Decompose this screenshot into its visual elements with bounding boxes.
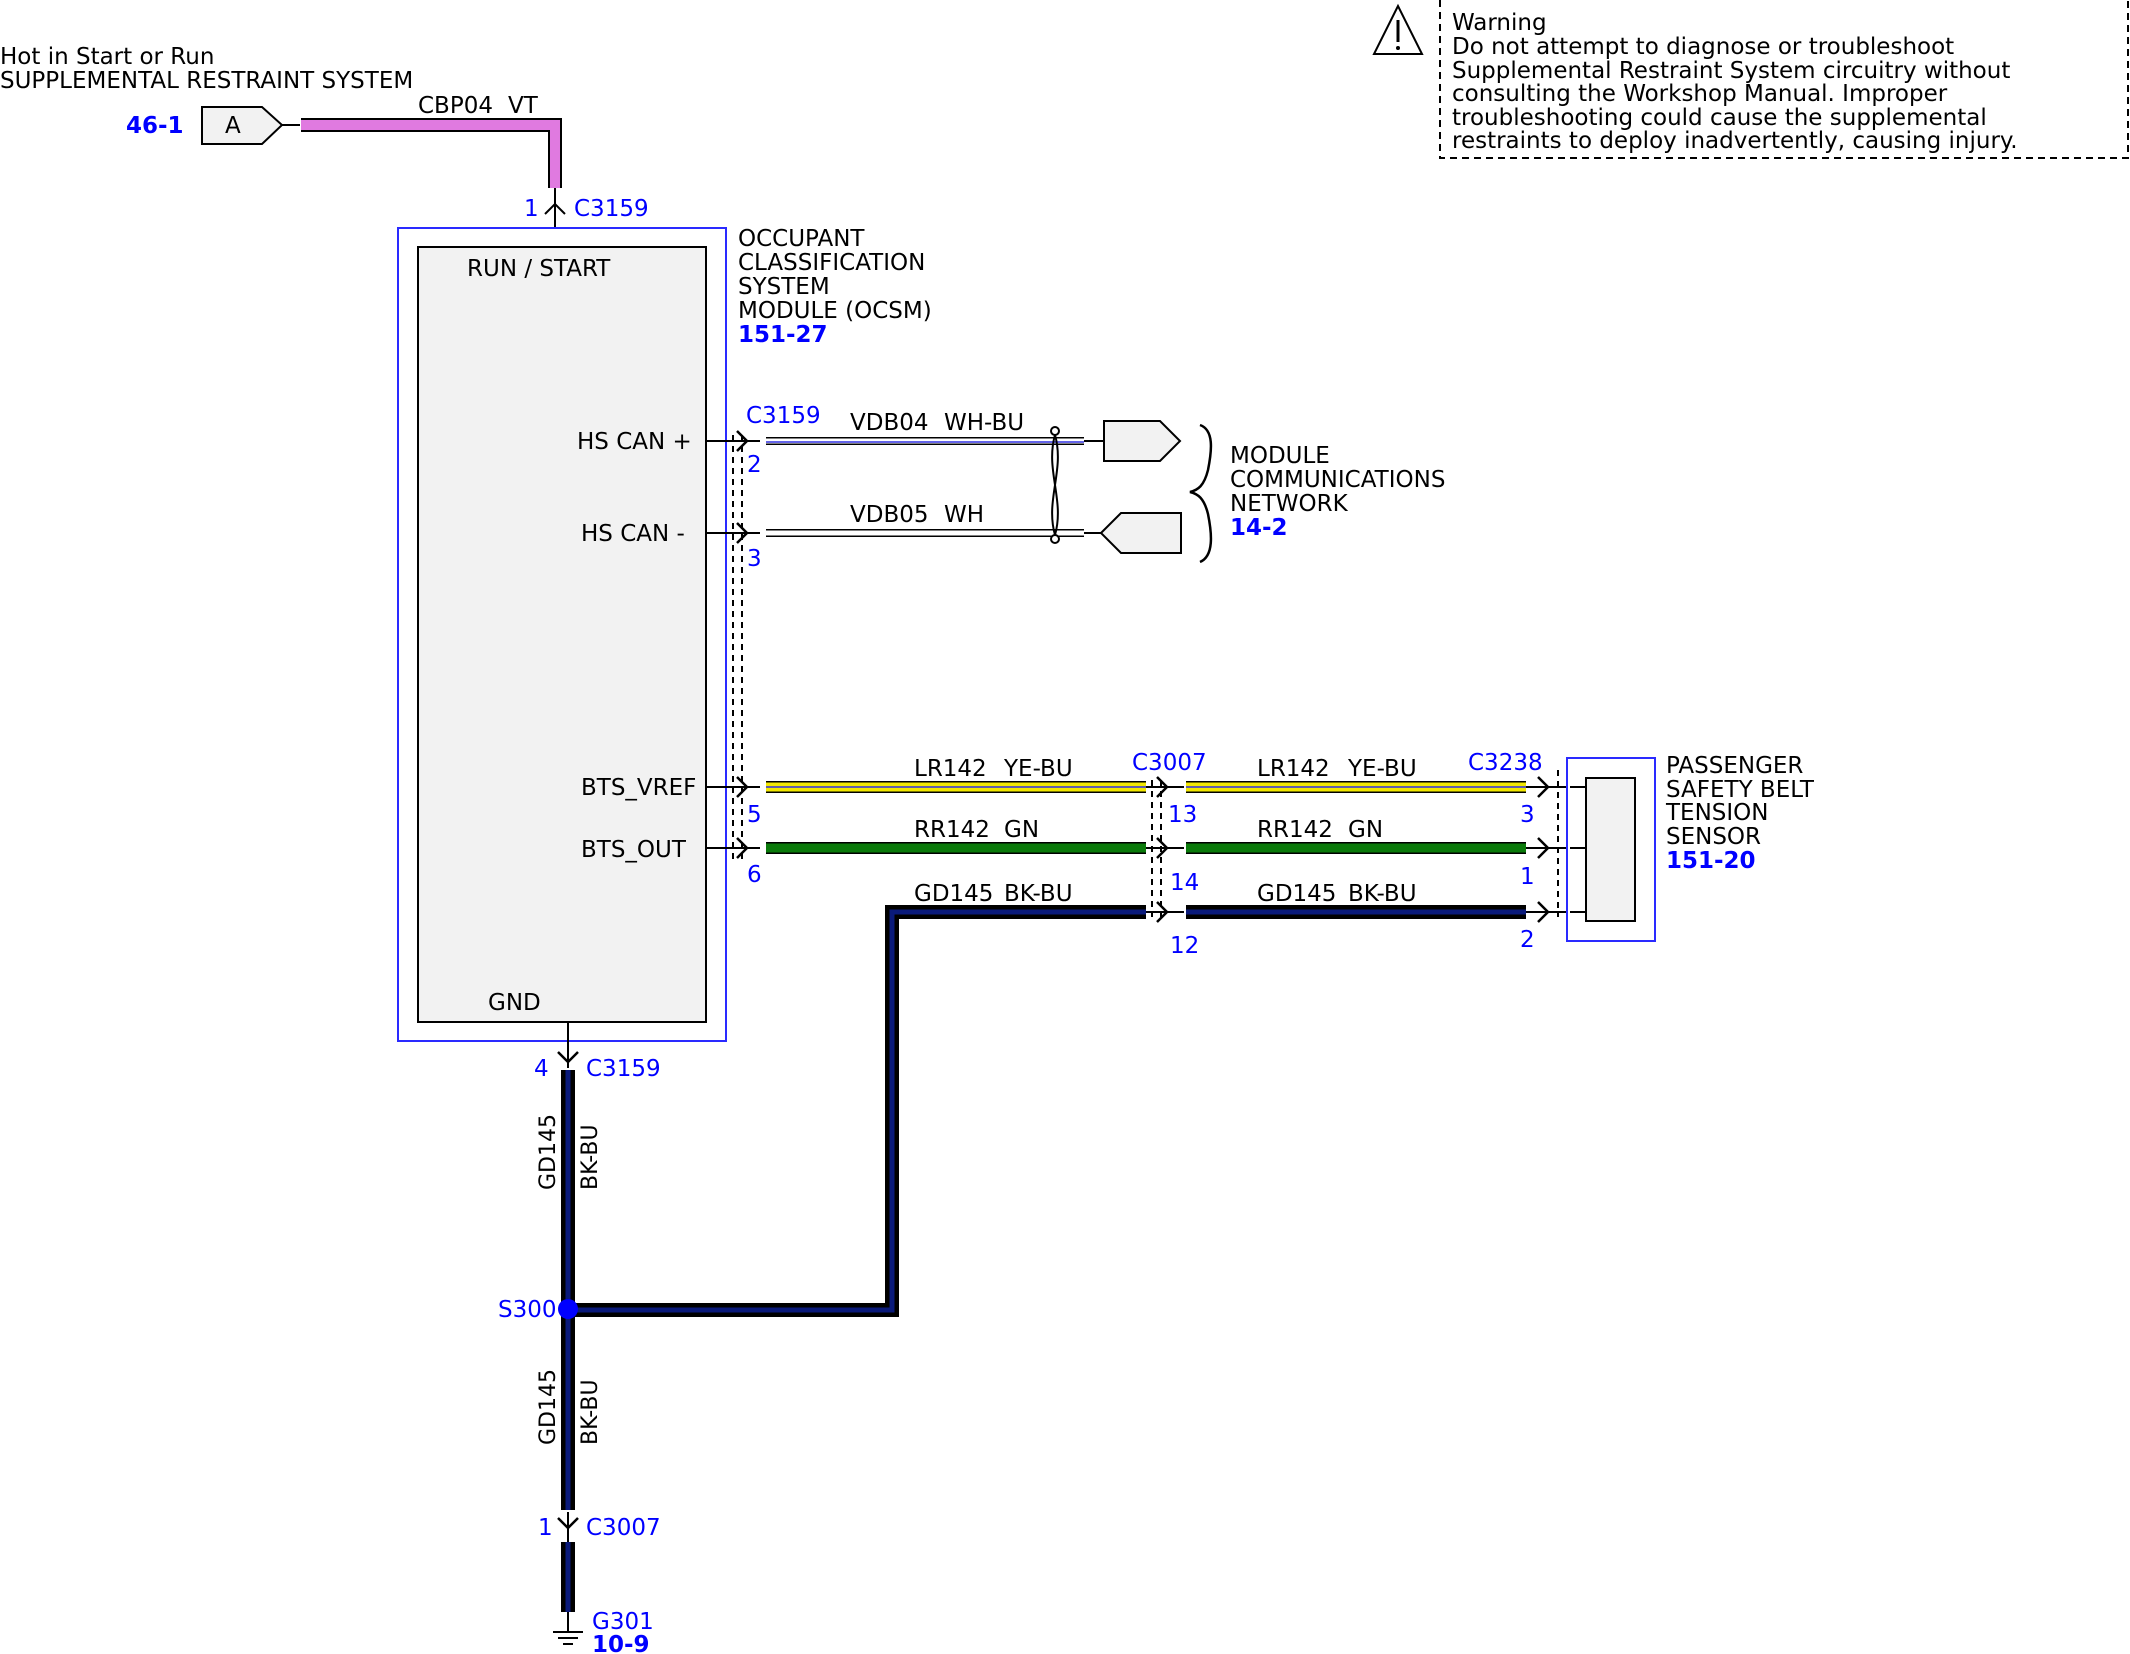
sensor-name-line: TENSION bbox=[1665, 800, 1768, 826]
wire-rr142-color: GN bbox=[1004, 817, 1039, 843]
network-arrow-tag bbox=[1099, 512, 1182, 554]
warning-line: Do not attempt to diagnose or troublesho… bbox=[1452, 34, 1954, 60]
pin-number: 3 bbox=[1520, 802, 1535, 828]
ocsm-name-line: CLASSIFICATION bbox=[738, 250, 925, 276]
connector-c3007-ground-label: C3007 bbox=[586, 1515, 661, 1541]
power-source-line-2: SUPPLEMENTAL RESTRAINT SYSTEM bbox=[0, 68, 413, 94]
sensor-name-line: SAFETY BELT bbox=[1666, 777, 1815, 803]
ground-path: 4 C3159 GD145 BK-BU S300 GD145 BK-BU 1 C… bbox=[498, 1022, 661, 1654]
warning-line: troubleshooting could cause the suppleme… bbox=[1452, 105, 1987, 131]
pin-number: 4 bbox=[534, 1056, 549, 1082]
pin-number: 2 bbox=[1520, 927, 1535, 953]
wire-vdb04-circuit: VDB04 bbox=[850, 410, 929, 436]
wire-gd145-circuit: GD145 bbox=[1257, 881, 1336, 907]
pin-number: 2 bbox=[747, 452, 762, 478]
wire-cbp04 bbox=[301, 118, 562, 188]
wire-gd145-circuit: GD145 bbox=[914, 881, 993, 907]
wire-rr142-circuit: RR142 bbox=[914, 817, 990, 843]
wire-gd145-color: BK-BU bbox=[1348, 881, 1417, 907]
ocsm-title: OCCUPANT CLASSIFICATION SYSTEM MODULE (O… bbox=[738, 226, 932, 348]
pin-label-bts-vref: BTS_VREF bbox=[581, 775, 696, 801]
pin-number: 6 bbox=[747, 862, 762, 888]
pin-number: 12 bbox=[1170, 933, 1199, 959]
splice-s300-dot bbox=[558, 1299, 578, 1319]
sensor-ref-link[interactable]: 151-20 bbox=[1666, 848, 1756, 874]
bts-wires: 5 LR142 YE-BU C3007 13 LR142 YE-BU C3238… bbox=[570, 750, 1570, 1317]
power-source-connector-letter: A bbox=[225, 113, 241, 139]
wire-gd145-upper-color: BK-BU bbox=[578, 1124, 603, 1190]
pin-number: 3 bbox=[747, 546, 762, 572]
pin-number: 13 bbox=[1168, 802, 1197, 828]
warning-triangle-icon bbox=[1372, 3, 1424, 55]
wire-cbp04-circuit: CBP04 bbox=[418, 93, 493, 119]
network-arrow-tag bbox=[1103, 420, 1182, 462]
power-source-line-1: Hot in Start or Run bbox=[0, 44, 214, 70]
wire-rr142-circuit: RR142 bbox=[1257, 817, 1333, 843]
warning-line: Supplemental Restraint System circuitry … bbox=[1452, 58, 2010, 84]
ocsm-ref-link[interactable]: 151-27 bbox=[738, 322, 828, 348]
pin-number: 1 bbox=[1520, 864, 1535, 890]
wire-gd145-upper-circuit: GD145 bbox=[536, 1114, 561, 1190]
belt-tension-sensor[interactable] bbox=[1566, 757, 1656, 942]
ground-symbol-icon bbox=[553, 1631, 583, 1645]
splice-s300-label: S300 bbox=[498, 1297, 557, 1323]
wire-lr142-circuit: LR142 bbox=[1257, 756, 1330, 782]
connector-c3159-label: C3159 bbox=[574, 196, 649, 222]
network-name-line: COMMUNICATIONS bbox=[1230, 467, 1445, 493]
wire-vdb05-color: WH bbox=[944, 502, 984, 528]
ocsm-name-line: OCCUPANT bbox=[738, 226, 865, 252]
wire-gd145-color: BK-BU bbox=[1004, 881, 1073, 907]
warning-panel: Warning Do not attempt to diagnose or tr… bbox=[1372, 0, 2129, 159]
network-ref-link[interactable]: 14-2 bbox=[1230, 515, 1288, 541]
pin-label-hs-can-plus: HS CAN + bbox=[577, 429, 692, 455]
twisted-pair-icon bbox=[1050, 426, 1060, 544]
network-brace bbox=[1189, 423, 1213, 564]
pin-label-hs-can-minus: HS CAN - bbox=[581, 521, 685, 547]
power-source-ref-link[interactable]: 46-1 bbox=[126, 113, 184, 139]
pin-number: 5 bbox=[747, 802, 762, 828]
hs-can-wires: C3159 2 VDB04 WH-BU 3 VDB05 WH MODULE CO… bbox=[706, 403, 1445, 572]
wire-lr142-color: YE-BU bbox=[1003, 756, 1073, 782]
ground-g301-label: G301 bbox=[592, 1609, 654, 1635]
wire-lr142-color: YE-BU bbox=[1347, 756, 1417, 782]
pin-label-run-start: RUN / START bbox=[467, 256, 611, 282]
pin-number: 14 bbox=[1170, 870, 1199, 896]
ocsm-body bbox=[417, 246, 707, 1023]
network-name-line: NETWORK bbox=[1230, 491, 1349, 517]
connector-c3159-label: C3159 bbox=[586, 1056, 661, 1082]
wire-gd145-lower-circuit: GD145 bbox=[536, 1369, 561, 1445]
sensor-name-line: PASSENGER bbox=[1666, 753, 1803, 779]
wire-vdb05-circuit: VDB05 bbox=[850, 502, 929, 528]
pin-label-gnd: GND bbox=[488, 990, 541, 1016]
wire-vdb04-color: WH-BU bbox=[944, 410, 1024, 436]
wire-gd145-lower-color: BK-BU bbox=[578, 1379, 603, 1445]
connector-c3159-label: C3159 bbox=[746, 403, 821, 429]
pin-number: 1 bbox=[524, 196, 539, 222]
sensor-name-line: SENSOR bbox=[1666, 824, 1761, 850]
ocsm-module[interactable]: RUN / START HS CAN + HS CAN - BTS_VREF B… bbox=[397, 227, 727, 1042]
wire-rr142-color: GN bbox=[1348, 817, 1383, 843]
pin-number: 1 bbox=[538, 1515, 553, 1541]
pin-label-bts-out: BTS_OUT bbox=[581, 837, 687, 863]
wire-cbp04-color: VT bbox=[508, 93, 539, 119]
power-source-connector-tag bbox=[201, 106, 284, 145]
ocsm-name-line: SYSTEM bbox=[738, 274, 830, 300]
warning-line: restraints to deploy inadvertently, caus… bbox=[1452, 128, 2018, 154]
ocsm-name-line: MODULE (OCSM) bbox=[738, 298, 932, 324]
network-name-line: MODULE bbox=[1230, 443, 1330, 469]
sensor-title: PASSENGER SAFETY BELT TENSION SENSOR 151… bbox=[1665, 753, 1815, 874]
wire-lr142-circuit: LR142 bbox=[914, 756, 987, 782]
connector-c3238-label: C3238 bbox=[1468, 750, 1543, 776]
power-source: Hot in Start or Run SUPPLEMENTAL RESTRAI… bbox=[0, 44, 649, 245]
warning-line: consulting the Workshop Manual. Improper bbox=[1452, 81, 1948, 107]
sensor-body bbox=[1585, 777, 1636, 922]
warning-title: Warning bbox=[1452, 10, 1547, 36]
ground-ref-link[interactable]: 10-9 bbox=[592, 1632, 650, 1654]
connector-c3007-label: C3007 bbox=[1132, 750, 1207, 776]
